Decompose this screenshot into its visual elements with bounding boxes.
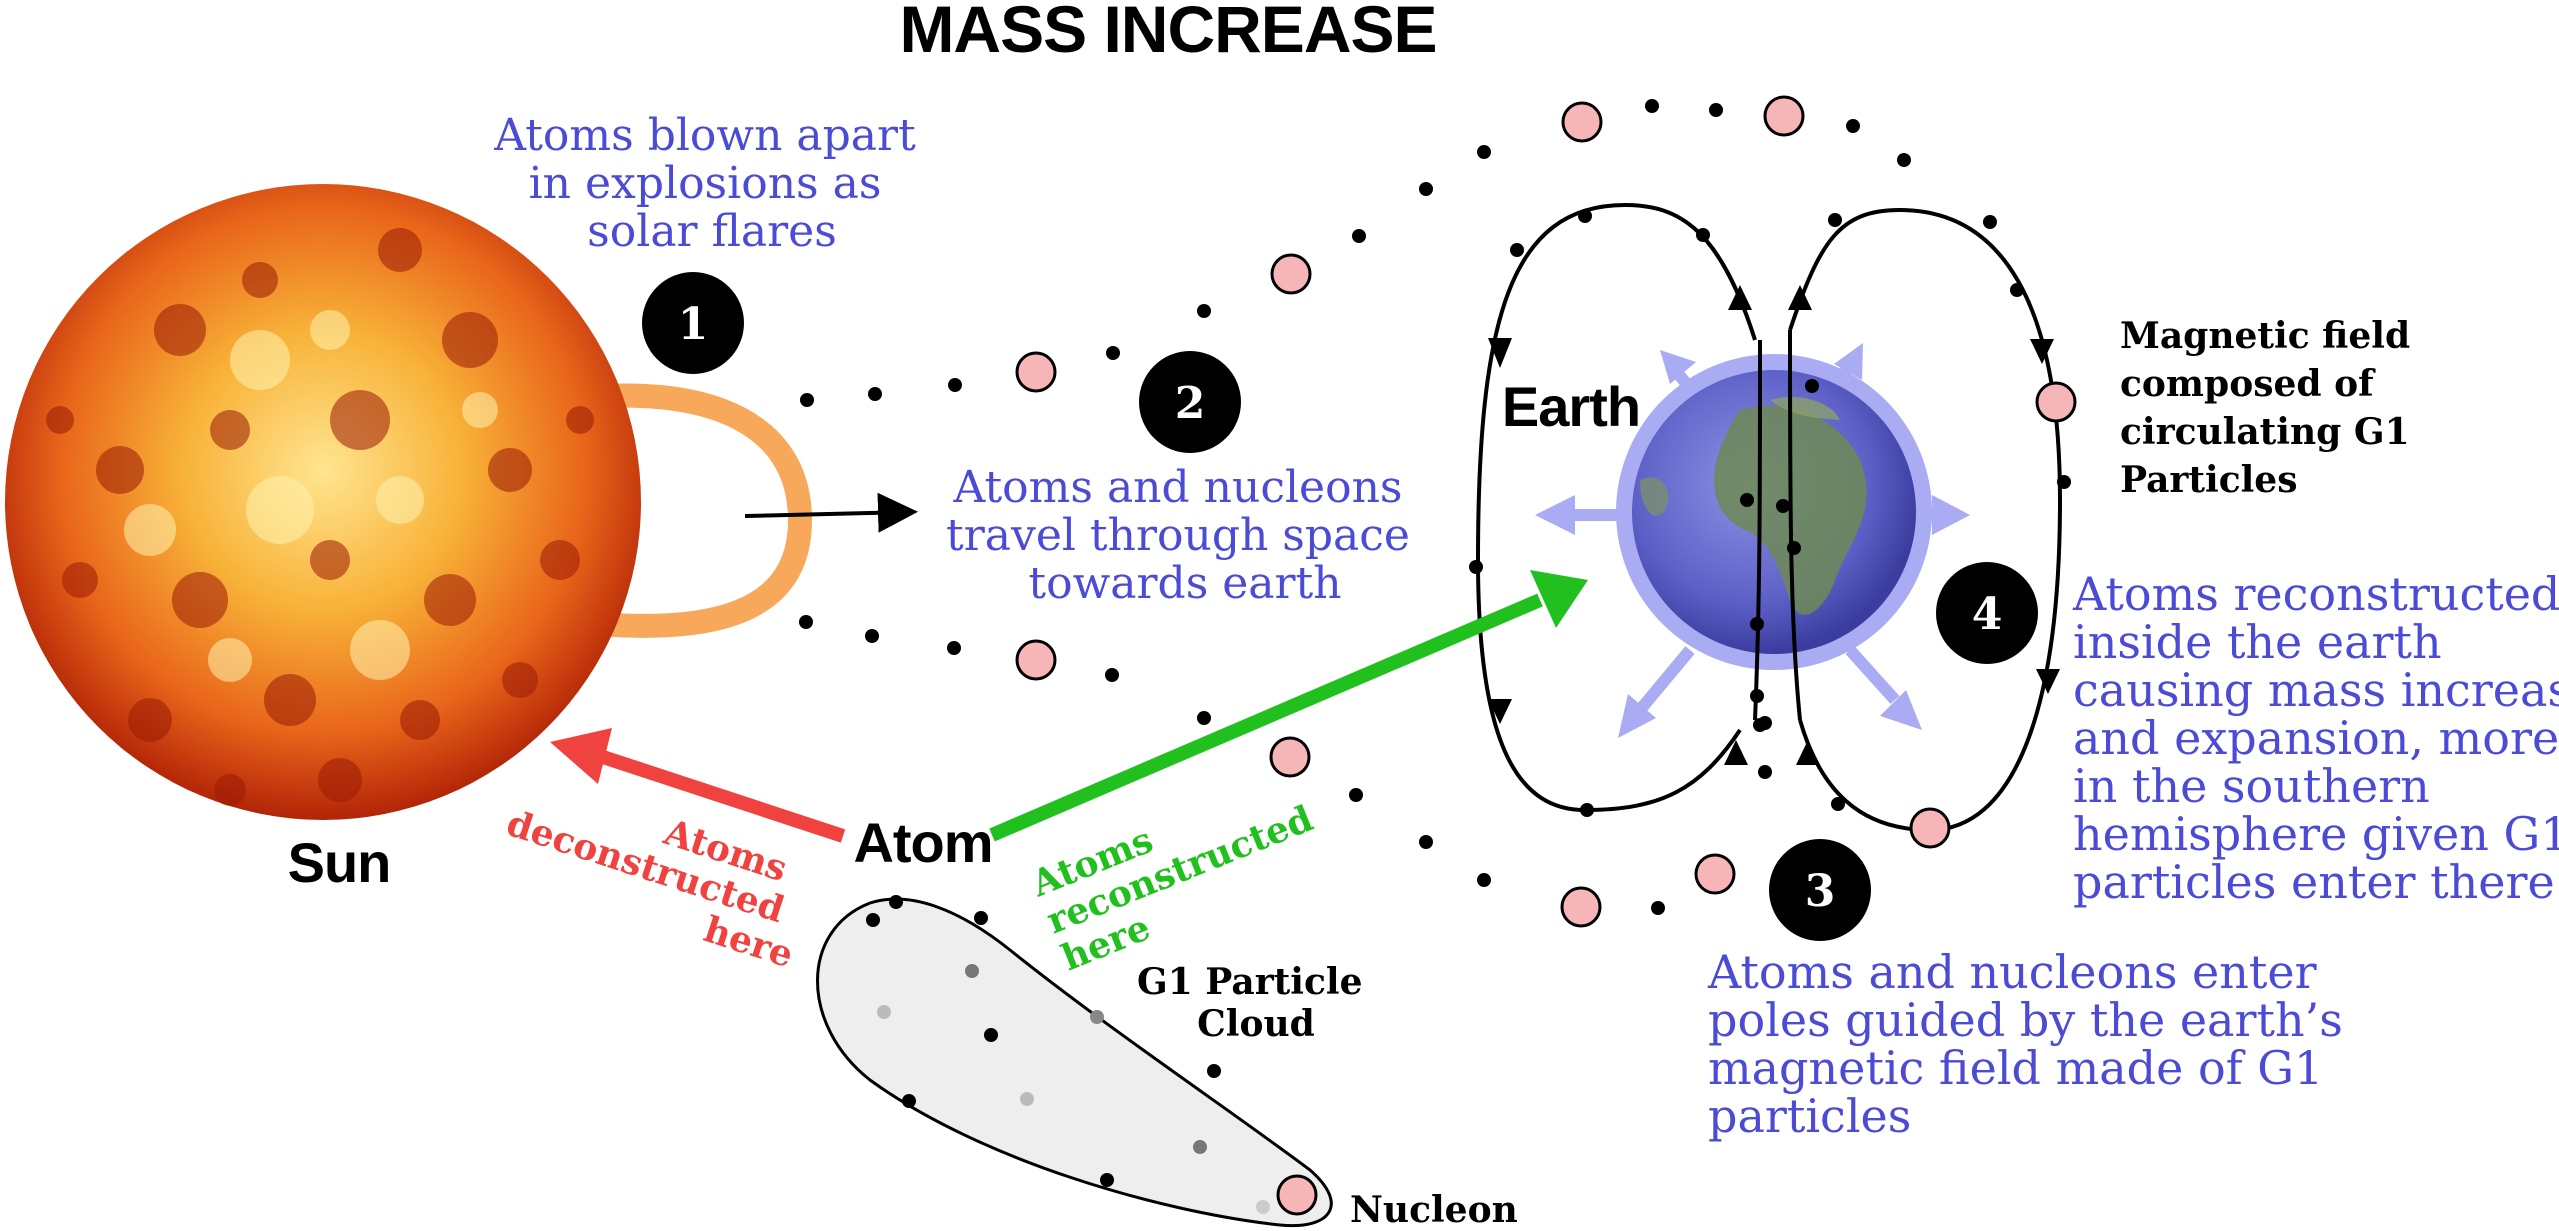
nucleon <box>1276 1174 1318 1216</box>
step-2-text: Atoms and nucleons travel through space … <box>946 462 1424 609</box>
magnetic-field-particles <box>1469 209 2071 817</box>
upper-particle-stream <box>800 99 1997 407</box>
step-2-badge: 2 <box>1139 351 1241 453</box>
reconstruct-arrow <box>989 570 1588 842</box>
g1-cloud-label: G1 Particle Cloud <box>1137 961 1375 1045</box>
sun <box>5 184 641 820</box>
magnetic-field-label: Magnetic field composed of circulating G… <box>2120 315 2423 501</box>
lower-particle-stream <box>799 615 1665 915</box>
nucleon-label: Nucleon <box>1350 1189 1518 1231</box>
magnetic-field-arrowheads <box>1488 285 2060 765</box>
step-3-text: Atoms and nucleons enter poles guided by… <box>1707 945 2357 1143</box>
g1-cloud-particles <box>866 895 1270 1214</box>
earth-label: Earth <box>1502 375 1640 438</box>
svg-text:2: 2 <box>1175 378 1206 429</box>
svg-text:4: 4 <box>1972 589 2003 640</box>
earth <box>1632 370 1916 654</box>
sun-label: Sun <box>288 831 391 894</box>
step-4-badge: 4 <box>1936 562 2038 664</box>
svg-text:3: 3 <box>1805 866 1836 917</box>
step-4-text: Atoms reconstructed inside the earth cau… <box>2072 567 2559 909</box>
earth-expansion-arrows <box>1535 343 1970 738</box>
reconstructed-label: Atoms reconstructed here <box>1025 756 1345 980</box>
lower-nucleons <box>1015 639 1736 928</box>
upper-nucleons <box>1015 95 1805 393</box>
step-3-badge: 3 <box>1769 839 1871 941</box>
step-1-text: Atoms blown apart in explosions as solar… <box>493 110 930 257</box>
atom-label: Atom <box>853 811 992 874</box>
deconstruct-arrow <box>550 728 846 843</box>
solar-flare-loop <box>558 383 813 638</box>
page-title: MASS INCREASE <box>899 0 1436 66</box>
step-1-badge: 1 <box>642 272 744 374</box>
deconstructed-label: Atoms deconstructed here <box>489 764 823 976</box>
flare-direction-arrow <box>744 492 918 533</box>
magnetic-field-nucleons <box>1909 381 2077 849</box>
svg-text:1: 1 <box>678 299 709 350</box>
